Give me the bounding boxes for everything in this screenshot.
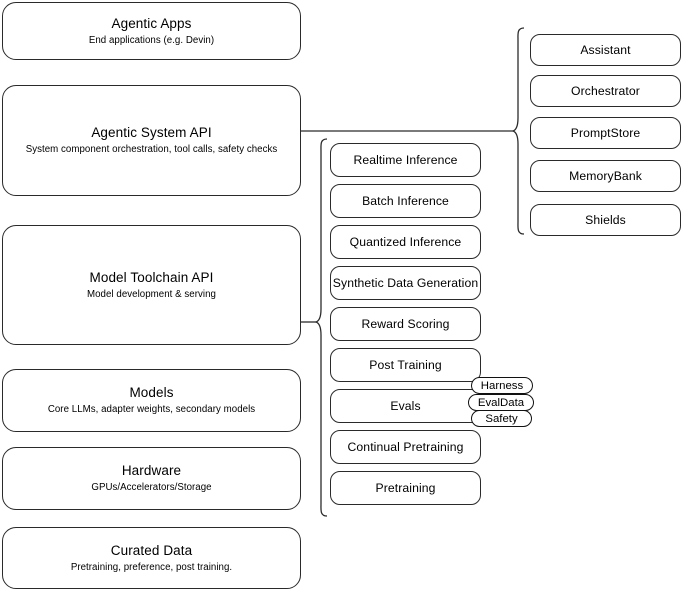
capability-pretraining[interactable]: Pretraining	[330, 471, 481, 505]
system-component-assistant[interactable]: Assistant	[530, 34, 681, 66]
capability-quantized-inference[interactable]: Quantized Inference	[330, 225, 481, 259]
system-component-label: PromptStore	[570, 125, 641, 140]
capability-evals[interactable]: Evals	[330, 389, 481, 423]
system-component-shields[interactable]: Shields	[530, 204, 681, 236]
system-component-label: MemoryBank	[569, 168, 642, 183]
brace-toolchain-capabilities	[313, 138, 328, 517]
system-component-label: Assistant	[580, 42, 631, 57]
stack-layer-curated-data[interactable]: Curated Data Pretraining, preference, po…	[2, 527, 301, 589]
system-component-orchestrator[interactable]: Orchestrator	[530, 75, 681, 107]
capability-label: Post Training	[369, 357, 442, 372]
eval-subcomponent-safety[interactable]: Safety	[471, 410, 532, 427]
stack-layer-model-toolchain-api[interactable]: Model Toolchain API Model development & …	[2, 225, 301, 345]
stack-layer-agentic-apps[interactable]: Agentic Apps End applications (e.g. Devi…	[2, 2, 301, 60]
layer-subtitle: End applications (e.g. Devin)	[88, 34, 215, 46]
capability-reward-scoring[interactable]: Reward Scoring	[330, 307, 481, 341]
brace-system-components	[510, 27, 525, 235]
layer-title: Agentic Apps	[111, 15, 192, 31]
layer-subtitle: System component orchestration, tool cal…	[25, 144, 278, 155]
capability-post-training[interactable]: Post Training	[330, 348, 481, 382]
layer-subtitle: Pretraining, preference, post training.	[70, 561, 233, 573]
eval-subcomponent-label: EvalData	[477, 396, 525, 409]
system-component-memorybank[interactable]: MemoryBank	[530, 160, 681, 192]
stack-layer-models[interactable]: Models Core LLMs, adapter weights, secon…	[2, 369, 301, 432]
capability-label: Pretraining	[375, 480, 436, 495]
capability-synthetic-data-generation[interactable]: Synthetic Data Generation	[330, 266, 481, 300]
capability-batch-inference[interactable]: Batch Inference	[330, 184, 481, 218]
eval-subcomponent-label: Safety	[485, 412, 518, 425]
eval-subcomponent-evaldata[interactable]: EvalData	[468, 394, 534, 411]
layer-subtitle: GPUs/Accelerators/Storage	[91, 482, 212, 493]
capability-continual-pretraining[interactable]: Continual Pretraining	[330, 430, 481, 464]
layer-title: Hardware	[121, 463, 182, 478]
system-component-label: Orchestrator	[571, 83, 640, 98]
stack-layer-hardware[interactable]: Hardware GPUs/Accelerators/Storage	[2, 447, 301, 510]
layer-title: Model Toolchain API	[89, 269, 214, 285]
layer-title: Curated Data	[110, 542, 193, 558]
capability-label: Realtime Inference	[353, 152, 458, 167]
layer-subtitle: Model development & serving	[87, 288, 216, 300]
capability-label: Quantized Inference	[349, 234, 462, 249]
layer-subtitle: Core LLMs, adapter weights, secondary mo…	[47, 404, 256, 415]
eval-subcomponent-label: Harness	[480, 379, 524, 392]
capability-label: Synthetic Data Generation	[332, 275, 479, 290]
capability-label: Continual Pretraining	[347, 439, 464, 454]
eval-subcomponent-harness[interactable]: Harness	[471, 377, 533, 394]
system-component-label: Shields	[585, 212, 626, 227]
capability-label: Reward Scoring	[361, 316, 450, 331]
system-component-promptstore[interactable]: PromptStore	[530, 117, 681, 149]
capability-realtime-inference[interactable]: Realtime Inference	[330, 143, 481, 177]
capability-label: Evals	[390, 398, 421, 413]
layer-title: Models	[129, 385, 174, 400]
layer-title: Agentic System API	[91, 125, 212, 140]
capability-label: Batch Inference	[362, 193, 449, 208]
stack-layer-agentic-system-api[interactable]: Agentic System API System component orch…	[2, 85, 301, 196]
